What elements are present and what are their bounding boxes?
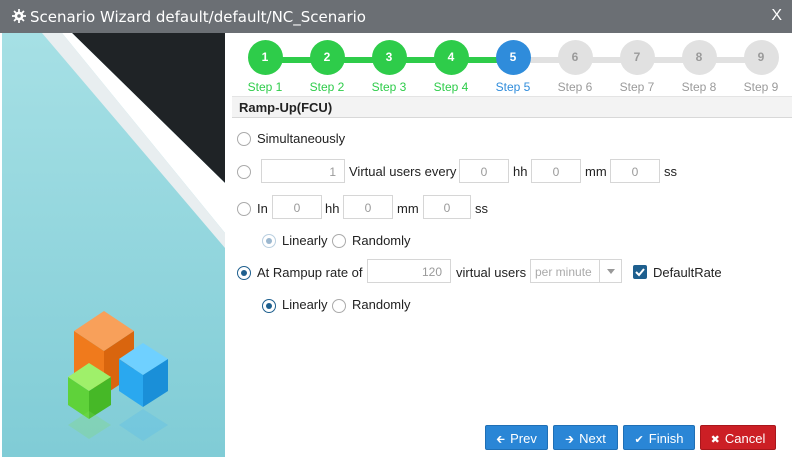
- ss-label: ss: [475, 201, 488, 216]
- step-number: 9: [743, 40, 779, 75]
- rate-unit-select[interactable]: per minute: [530, 259, 622, 283]
- rampup-rate-input[interactable]: 120: [367, 259, 451, 283]
- step-3[interactable]: 3 Step 3: [369, 40, 409, 94]
- section-title: Ramp-Up(FCU): [232, 96, 792, 118]
- prev-label: Prev: [510, 431, 537, 446]
- arrow-left-icon: 🡰: [496, 434, 506, 446]
- rampup-rate-label: At Rampup rate of: [257, 265, 363, 280]
- virtual-users-every-label: Virtual users every: [349, 164, 457, 179]
- finish-label: Finish: [648, 431, 684, 446]
- radio-rampup-rate[interactable]: [237, 266, 251, 280]
- prev-button[interactable]: 🡰 Prev: [485, 425, 548, 450]
- radio-simultaneously[interactable]: [237, 132, 251, 146]
- mm-label: mm: [397, 201, 419, 216]
- step-label: Step 3: [371, 80, 407, 94]
- next-button[interactable]: 🡲 Next: [553, 425, 618, 450]
- simultaneously-label: Simultaneously: [257, 131, 346, 146]
- in-ss-input[interactable]: 0: [423, 195, 471, 219]
- step-label: Step 2: [309, 80, 345, 94]
- rate-linearly-label: Linearly: [282, 297, 328, 312]
- x-icon: ✖: [710, 434, 720, 446]
- step-number: 2: [309, 40, 345, 75]
- in-hh-input[interactable]: 0: [272, 195, 322, 219]
- step-label: Step 6: [557, 80, 593, 94]
- radio-rate-randomly[interactable]: [332, 299, 346, 313]
- step-7[interactable]: 7 Step 7: [617, 40, 657, 94]
- step-5[interactable]: 5 Step 5: [493, 40, 533, 94]
- step-1[interactable]: 1 Step 1: [245, 40, 285, 94]
- step-label: Step 9: [743, 80, 779, 94]
- step-9[interactable]: 9 Step 9: [741, 40, 781, 94]
- check-icon: [635, 268, 645, 277]
- title-bar: Scenario Wizard default/default/NC_Scena…: [0, 0, 792, 33]
- step-number: 1: [247, 40, 283, 75]
- window-title: Scenario Wizard default/default/NC_Scena…: [30, 8, 366, 26]
- mm-label: mm: [585, 164, 607, 179]
- hh-label: hh: [513, 164, 528, 179]
- step-number: 7: [619, 40, 655, 75]
- ss-label: ss: [664, 164, 677, 179]
- rate-randomly-label: Randomly: [352, 297, 411, 312]
- step-label: Step 1: [247, 80, 283, 94]
- radio-in[interactable]: [237, 202, 251, 216]
- step-number: 8: [681, 40, 717, 75]
- radio-virtual-users-every[interactable]: [237, 165, 251, 179]
- radio-rate-linearly[interactable]: [262, 299, 276, 313]
- step-label: Step 5: [495, 80, 531, 94]
- gear-icon: [12, 9, 26, 23]
- arrow-right-icon: 🡲: [565, 434, 575, 446]
- step-number: 6: [557, 40, 593, 75]
- step-2[interactable]: 2 Step 2: [307, 40, 347, 94]
- wizard-illustration: [2, 33, 225, 457]
- virtual-users-label: virtual users: [456, 265, 527, 280]
- cancel-button[interactable]: ✖ Cancel: [700, 425, 776, 450]
- cancel-label: Cancel: [724, 431, 766, 446]
- in-randomly-label: Randomly: [352, 233, 411, 248]
- check-icon: ✔: [634, 434, 644, 446]
- every-ss-input[interactable]: 0: [610, 159, 660, 183]
- in-label: In: [257, 201, 268, 216]
- step-label: Step 8: [681, 80, 717, 94]
- default-rate-checkbox[interactable]: [633, 265, 647, 279]
- hh-label: hh: [325, 201, 340, 216]
- cubes-logo: [68, 311, 168, 441]
- users-count-input[interactable]: 1: [261, 159, 345, 183]
- chevron-down-icon: [599, 260, 621, 282]
- step-8[interactable]: 8 Step 8: [679, 40, 719, 94]
- finish-button[interactable]: ✔ Finish: [623, 425, 695, 450]
- radio-in-randomly[interactable]: [332, 234, 346, 248]
- step-number: 5: [495, 40, 531, 75]
- step-6[interactable]: 6 Step 6: [555, 40, 595, 94]
- in-mm-input[interactable]: 0: [343, 195, 393, 219]
- rate-unit-value: per minute: [535, 265, 592, 279]
- step-label: Step 7: [619, 80, 655, 94]
- in-linearly-label: Linearly: [282, 233, 328, 248]
- wizard-stepper: 1 Step 1 2 Step 2 3 Step 3 4 Step 4 5 St…: [232, 40, 792, 94]
- every-mm-input[interactable]: 0: [531, 159, 581, 183]
- step-label: Step 4: [433, 80, 469, 94]
- close-button[interactable]: X: [771, 7, 782, 24]
- step-number: 4: [433, 40, 469, 75]
- every-hh-input[interactable]: 0: [459, 159, 509, 183]
- step-4[interactable]: 4 Step 4: [431, 40, 471, 94]
- radio-in-linearly[interactable]: [262, 234, 276, 248]
- next-label: Next: [579, 431, 606, 446]
- step-number: 3: [371, 40, 407, 75]
- default-rate-label: DefaultRate: [653, 265, 722, 280]
